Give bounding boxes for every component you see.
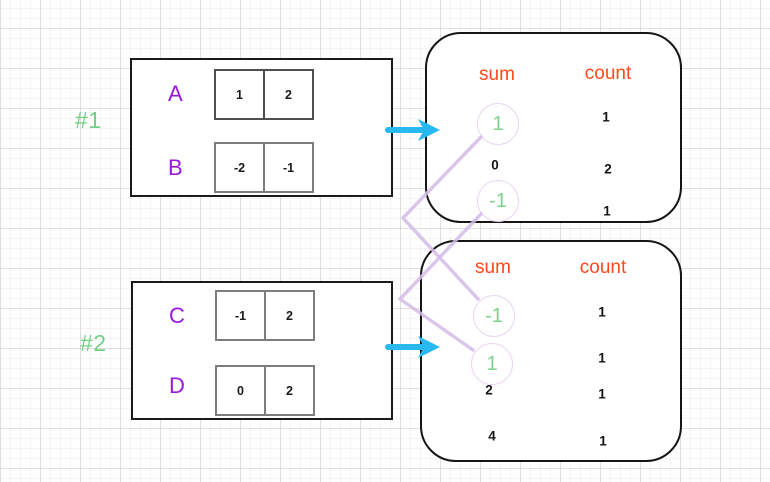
group2-sum-value-2: 2 (485, 382, 493, 398)
group1-label: #1 (75, 107, 102, 133)
group1-count-value-1: 2 (604, 161, 612, 177)
group2-sum-count-table: sum count -1 1 1 1 2 1 4 1 (420, 240, 682, 462)
group2-label: #2 (80, 330, 107, 356)
array-c-label: C (169, 303, 185, 328)
group2-count-value-3: 1 (599, 433, 607, 449)
group1-sum-count-table: sum count 1 1 0 2 -1 1 (425, 32, 682, 223)
group1-array-box: A 1 2 B -2 -1 (130, 58, 393, 197)
array-b-cell-1: -1 (263, 142, 314, 193)
group2-sum-value-3: 4 (488, 428, 496, 444)
group2-count-value-1: 1 (598, 350, 606, 366)
array-d-cell-1: 2 (264, 365, 315, 416)
group2-sum-value-1: 1 (486, 352, 498, 375)
group1-sum-highlight-circle: 1 (477, 103, 519, 145)
group1-sum-highlight-circle: -1 (477, 180, 519, 222)
group1-count-value-2: 1 (603, 203, 611, 219)
array-c-cell-0: -1 (215, 290, 266, 341)
group2-array-box: C -1 2 D 0 2 (131, 281, 393, 420)
group1-count-value-0: 1 (602, 109, 610, 125)
array-b-cells: -2 -1 (214, 142, 314, 193)
array-c-cells: -1 2 (215, 290, 315, 341)
group1-sum-value-2: -1 (489, 189, 507, 212)
array-d-cells: 0 2 (215, 365, 315, 416)
group1-sum-value-0: 1 (492, 112, 504, 135)
array-b-cell-0: -2 (214, 142, 265, 193)
group1-count-header: count (584, 63, 632, 84)
array-a-cell-0: 1 (214, 69, 265, 120)
array-a-cell-1: 2 (263, 69, 314, 120)
array-b-label: B (168, 155, 183, 180)
array-d-cell-0: 0 (215, 365, 266, 416)
group2-count-value-2: 1 (598, 386, 606, 402)
array-c-cell-1: 2 (264, 290, 315, 341)
array-a-cells: 1 2 (214, 69, 314, 120)
group2-sum-highlight-circle: -1 (473, 295, 515, 337)
group1-sum-value-1: 0 (491, 157, 499, 173)
array-a-label: A (168, 81, 183, 106)
group2-sum-value-0: -1 (485, 304, 503, 327)
group2-count-value-0: 1 (598, 304, 606, 320)
group1-sum-header: sum (479, 64, 515, 85)
group2-sum-header: sum (475, 257, 511, 278)
group2-count-header: count (579, 257, 627, 278)
array-d-label: D (169, 373, 185, 398)
group2-sum-highlight-circle: 1 (471, 343, 513, 385)
